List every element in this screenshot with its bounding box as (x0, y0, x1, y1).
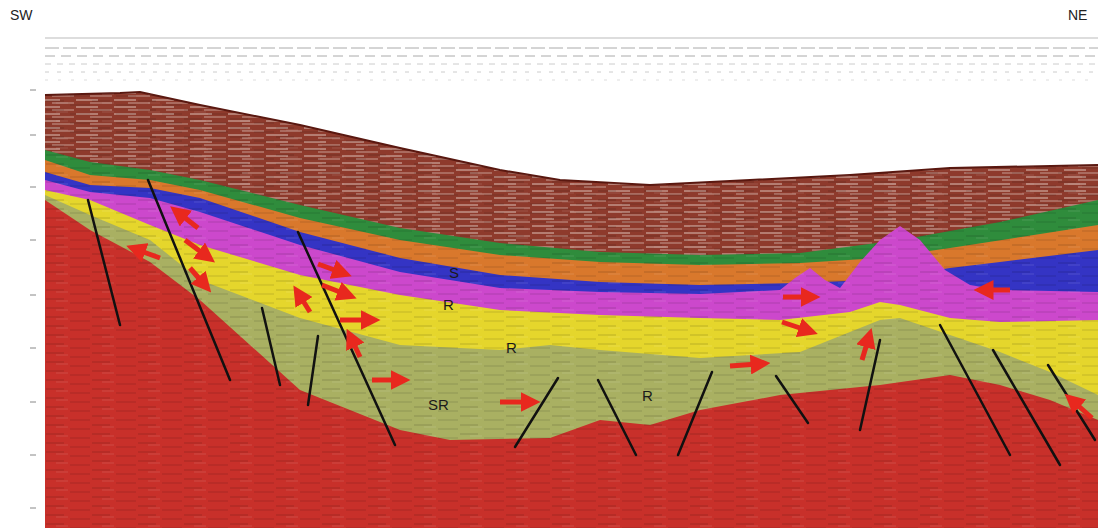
migration-arrows (138, 214, 1092, 418)
direction-label: SW (10, 8, 33, 22)
layer-label: R (642, 388, 653, 403)
layer-label: S (449, 265, 459, 280)
header-strip (45, 38, 1098, 80)
layer-label: R (443, 297, 454, 312)
reflector-texture (45, 90, 1098, 528)
faults (88, 180, 1095, 465)
direction-label: NE (1068, 8, 1087, 22)
layer-label: SR (428, 397, 449, 412)
layer-label: R (506, 340, 517, 355)
axis-ticks (30, 90, 36, 508)
